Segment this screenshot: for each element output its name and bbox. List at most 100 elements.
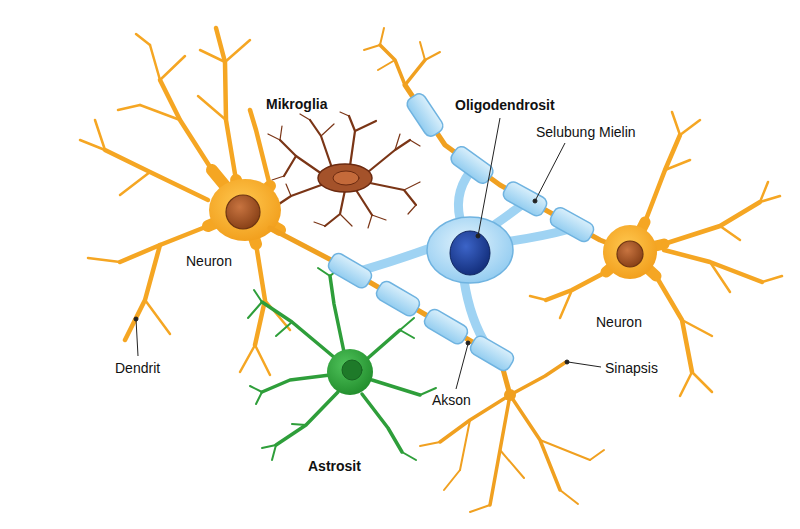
microglia-cell: [314, 222, 325, 226]
myelin-sheath: [548, 205, 596, 244]
right-neuron: [762, 276, 782, 282]
right-neuron: [664, 202, 760, 244]
myelin-sheath: [422, 307, 470, 346]
astrocyte-cell: [272, 445, 276, 460]
left-neuron: [240, 345, 255, 372]
astrocyte-cell: [330, 276, 344, 352]
myelin-sheath: [374, 279, 422, 318]
microglia-cell: [276, 116, 416, 226]
cell-name: Astrosit: [308, 458, 361, 474]
right-neuron: [672, 112, 680, 135]
astrocyte-cell: [400, 330, 414, 338]
astrocyte-cell: [248, 266, 436, 460]
left-neuron: [140, 105, 180, 120]
leader-line: [466, 341, 470, 345]
microglia-cell: [372, 215, 386, 220]
myelin-sheath: [468, 334, 516, 373]
oligodendrocyte-body: [427, 217, 513, 283]
left-neuron: [250, 110, 270, 186]
leader-line: [134, 118, 601, 389]
astrocyte-cell: [276, 392, 338, 445]
oligodendrocyte-process: [356, 246, 436, 272]
axon: [590, 450, 604, 460]
cell-name: Mikroglia: [266, 96, 327, 112]
leader-line: [565, 360, 569, 364]
axon: [510, 395, 560, 490]
part-name: Neuron: [186, 253, 232, 269]
left-neuron: [80, 28, 290, 375]
oligodendrocyte-body: [427, 217, 513, 283]
axon: [540, 440, 590, 460]
right-neuron: [617, 241, 643, 267]
axon: [364, 45, 380, 50]
part-name: Selubung Mielin: [536, 124, 636, 140]
part-name: Dendrit: [115, 360, 160, 376]
right-neuron: [603, 225, 657, 279]
axon: [378, 60, 395, 70]
leader-line: [136, 319, 138, 356]
axon: [504, 389, 516, 401]
myelin-sheath: [501, 179, 549, 218]
oligodendrocyte-process: [505, 229, 570, 242]
axon: [425, 52, 440, 60]
astrocyte-cell: [400, 318, 414, 330]
microglia-cell: [318, 164, 372, 192]
right-neuron: [692, 372, 712, 392]
axon: [470, 505, 490, 512]
right-neuron: [530, 112, 782, 396]
left-neuron: [120, 172, 150, 195]
left-neuron: [136, 34, 150, 45]
astrocyte-cell: [342, 360, 362, 380]
astrocyte-cell: [402, 452, 416, 460]
microglia-cell: [370, 183, 416, 205]
right-neuron: [546, 272, 606, 300]
microglia-cell: [395, 134, 400, 150]
axon: [420, 42, 425, 60]
microglia-cell: [280, 140, 322, 174]
microglia-cell: [272, 176, 284, 180]
microglia-cell: [284, 156, 296, 176]
axon: [380, 28, 384, 45]
microglia-cell: [368, 215, 372, 228]
microglia-cell: [300, 114, 310, 120]
microglia-cell: [280, 126, 282, 140]
right-neuron: [530, 112, 782, 396]
myelin-sheath: [326, 251, 374, 290]
axon: [405, 60, 425, 85]
leader-line: [535, 143, 565, 201]
part-name: Akson: [432, 392, 471, 408]
microglia-cell: [266, 112, 420, 228]
microglia-cell: [266, 112, 420, 228]
axon: [380, 45, 405, 85]
leader-line: [456, 344, 468, 389]
microglia-cell: [355, 121, 376, 131]
left-neuron: [198, 96, 226, 120]
right-neuron: [560, 290, 572, 318]
astrocyte-cell: [276, 322, 292, 336]
right-neuron: [665, 160, 690, 170]
astrocyte-cell: [362, 394, 402, 452]
astrocyte-cell: [248, 266, 436, 460]
microglia-cell: [404, 182, 420, 190]
left-neuron: [226, 195, 260, 229]
left-neuron: [150, 45, 160, 80]
astrocyte-cell: [372, 380, 420, 395]
oligodendrocyte-process: [356, 172, 570, 348]
oligodendrocyte-body: [450, 231, 490, 275]
microglia-cell: [276, 184, 324, 206]
right-neuron: [682, 320, 712, 336]
astrocyte-cell: [262, 375, 330, 392]
leader-line: [134, 317, 138, 321]
microglia-cell: [310, 120, 332, 168]
myelin-sheath: [404, 91, 445, 139]
left-neuron: [88, 258, 120, 262]
astrocyte-cell: [318, 268, 330, 276]
leader-line: [476, 234, 480, 238]
axon: [510, 362, 566, 395]
axon: [380, 45, 566, 505]
microglia-cell: [410, 140, 420, 146]
astrocyte-cell: [262, 302, 335, 358]
astrocyte-cell: [262, 445, 276, 448]
